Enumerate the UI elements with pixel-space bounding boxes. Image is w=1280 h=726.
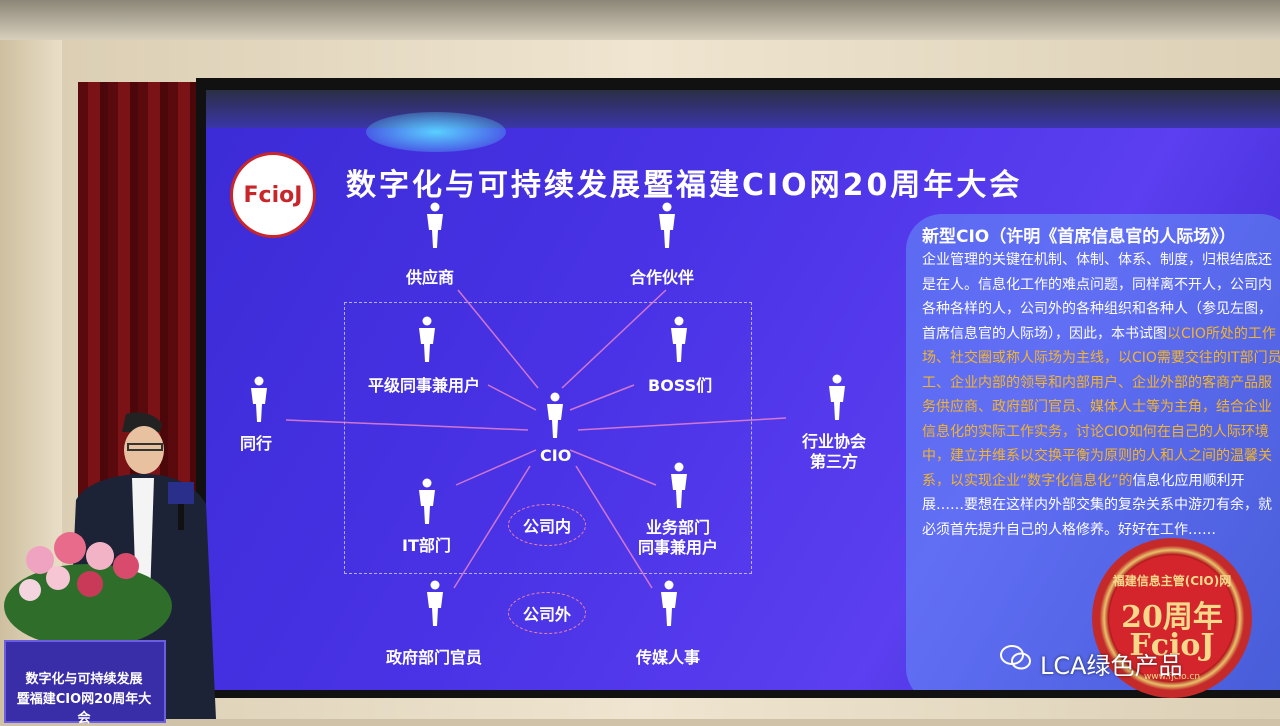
panel-body-text: 企业管理的关键在机制、体制、体系、制度，归根结底还是在人。信息化工作的难点问题，… [922, 252, 1272, 342]
panel-body-text-end: 信息化应用顺利开展……要想在这样内外部交集的复杂关系中游刃有余，就必须首先提升自… [922, 472, 1272, 538]
node-peers: 同行 [240, 434, 273, 453]
person-icon [427, 580, 443, 626]
company-boundary-box [344, 302, 752, 574]
person-icon [659, 202, 675, 248]
panel-body-highlight: 以CIO所处的工作场、社交圈或称人际场为主线，以CIO需要交往的IT部门员工、企… [922, 325, 1280, 489]
oval-inside-company: 公司内 [508, 504, 586, 546]
node-association: 行业协会 [802, 432, 867, 451]
node-biz-dept: 业务部门 [646, 518, 711, 537]
ceiling [0, 0, 1280, 40]
podium-title-line2: 暨福建CIO网20周年大会 [16, 692, 152, 726]
node-boss: BOSS们 [648, 376, 713, 395]
person-icon [419, 478, 435, 524]
node-it-dept: IT部门 [402, 536, 451, 555]
node-supplier: 供应商 [406, 268, 455, 287]
slide-title: 数字化与可持续发展暨福建CIO网20周年大会 [346, 168, 1023, 203]
seal-years: 20周年 [1121, 600, 1223, 635]
person-icon [671, 316, 687, 362]
relationship-lines [285, 289, 787, 589]
anniversary-seal [1092, 538, 1252, 698]
wechat-icon [1000, 645, 1031, 670]
seal-arc-text: 福建信息主管(CIO)网 [1112, 574, 1232, 588]
person-icon [427, 202, 443, 248]
person-icon [671, 462, 687, 508]
person-icon [661, 580, 677, 626]
node-biz-users: 同事兼用户 [638, 538, 719, 557]
seal-name: FcioJ [1129, 628, 1215, 663]
podium-title-line1: 数字化与可持续发展 [25, 672, 143, 687]
node-media: 传媒人事 [636, 648, 701, 667]
node-third-party: 第三方 [810, 452, 859, 471]
panel-title: 新型CIO（许明《首席信息官的人际场》） [922, 227, 1236, 247]
oval-outside-company: 公司外 [508, 592, 586, 634]
person-icon [419, 316, 435, 362]
person-icon [251, 376, 267, 422]
node-gov: 政府部门官员 [386, 648, 483, 667]
node-peer-users: 平级同事兼用户 [368, 376, 481, 395]
slide-glow [366, 112, 506, 152]
seal-url: www.fjcio.cn [1143, 672, 1201, 682]
slide-logo: FcioJ [230, 152, 316, 238]
node-partner: 合作伙伴 [630, 268, 695, 287]
person-icon [547, 392, 563, 438]
panel-body: 企业管理的关键在机制、体制、体系、制度，归根结底还是在人。信息化工作的难点问题，… [922, 248, 1280, 542]
watermark-text: LCA绿色产品 [1040, 652, 1183, 680]
flower-bouquet [4, 532, 172, 648]
person-icon [829, 374, 845, 420]
node-cio: CIO [540, 446, 572, 465]
